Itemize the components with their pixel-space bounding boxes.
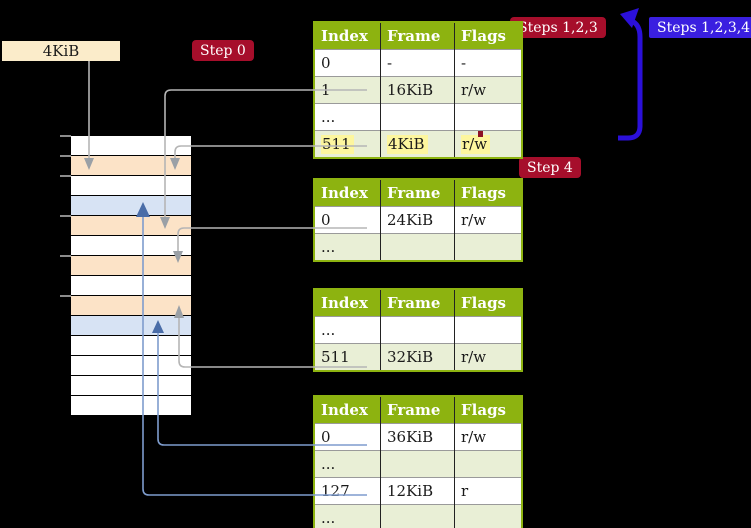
table-cell: 511: [314, 130, 381, 158]
table-row: ...: [314, 504, 522, 528]
frame-size-box: 4KiB: [2, 41, 120, 61]
table-cell: 24KiB: [380, 206, 455, 234]
steps123-badge: Steps 1,2,3: [510, 17, 606, 38]
column-header: Flags: [454, 179, 522, 207]
table-cell: r/w: [454, 76, 522, 104]
table-cell: 32KiB: [380, 343, 455, 371]
memory-row-6: [71, 236, 191, 256]
table-cell: ...: [314, 316, 381, 344]
table-cell: ...: [314, 233, 381, 261]
memory-tick: [60, 295, 71, 297]
table-cell: 0: [314, 423, 381, 451]
column-header: Frame: [380, 179, 455, 207]
memory-tick: [60, 215, 71, 217]
memory-tick: [60, 155, 71, 157]
table-cell: -: [380, 49, 455, 77]
table-cell: 1: [314, 76, 381, 104]
memory-tick: [60, 255, 71, 257]
frame-size-label: 4KiB: [42, 42, 80, 60]
table-cell: ...: [314, 103, 381, 131]
memory-row-8: [71, 276, 191, 296]
table-cell: [380, 504, 455, 528]
column-header: Index: [314, 22, 381, 50]
memory-row-14: [71, 396, 191, 415]
table-cell: ...: [314, 450, 381, 478]
table-cell: [454, 103, 522, 131]
memory-row-7: [71, 256, 191, 276]
table-cell: r/w: [454, 130, 522, 158]
table-cell: [380, 450, 455, 478]
table-cell: [454, 504, 522, 528]
table-cell: -: [454, 49, 522, 77]
step0-badge: Step 0: [192, 40, 254, 61]
table-cell: [454, 233, 522, 261]
table-cell: 0: [314, 206, 381, 234]
column-header: Flags: [454, 396, 522, 424]
table-cell: 16KiB: [380, 76, 455, 104]
memory-row-12: [71, 356, 191, 376]
column-header: Frame: [380, 396, 455, 424]
table-cell: 0: [314, 49, 381, 77]
table-row: ...: [314, 103, 522, 131]
table-cell: r: [454, 477, 522, 505]
memory-column: [70, 135, 192, 416]
column-header: Index: [314, 289, 381, 317]
memory-row-4: [71, 196, 191, 216]
column-header: Flags: [454, 289, 522, 317]
table-row: ...: [314, 316, 522, 344]
table-cell: [380, 233, 455, 261]
table-row: ...: [314, 233, 522, 261]
memory-tick: [60, 175, 71, 177]
memory-row-10: [71, 316, 191, 336]
memory-tick: [60, 135, 71, 137]
table-cell: [380, 103, 455, 131]
table-cell: 4KiB: [380, 130, 455, 158]
column-header: Flags: [454, 22, 522, 50]
table-row: ...: [314, 450, 522, 478]
column-header: Index: [314, 179, 381, 207]
column-header: Index: [314, 396, 381, 424]
table-cell: r/w: [454, 423, 522, 451]
table-row: 0--: [314, 49, 522, 77]
steps1234-badge: Steps 1,2,3,4: [649, 17, 751, 38]
table-cell: [454, 316, 522, 344]
table-cell: 511: [314, 343, 381, 371]
memory-row-9: [71, 296, 191, 316]
memory-row-2: [71, 156, 191, 176]
column-header: Frame: [380, 22, 455, 50]
memory-row-11: [71, 336, 191, 356]
table-cell: r/w: [454, 206, 522, 234]
memory-row-1: [71, 136, 191, 156]
memory-row-13: [71, 376, 191, 396]
table-cell: [454, 450, 522, 478]
step4-badge: Step 4: [519, 157, 581, 178]
memory-row-5: [71, 216, 191, 236]
memory-row-3: [71, 176, 191, 196]
table-cell: [380, 316, 455, 344]
table-cell: 127: [314, 477, 381, 505]
table-cell: ...: [314, 504, 381, 528]
table-cell: 12KiB: [380, 477, 455, 505]
table-cell: r/w: [454, 343, 522, 371]
table-cell: 36KiB: [380, 423, 455, 451]
column-header: Frame: [380, 289, 455, 317]
